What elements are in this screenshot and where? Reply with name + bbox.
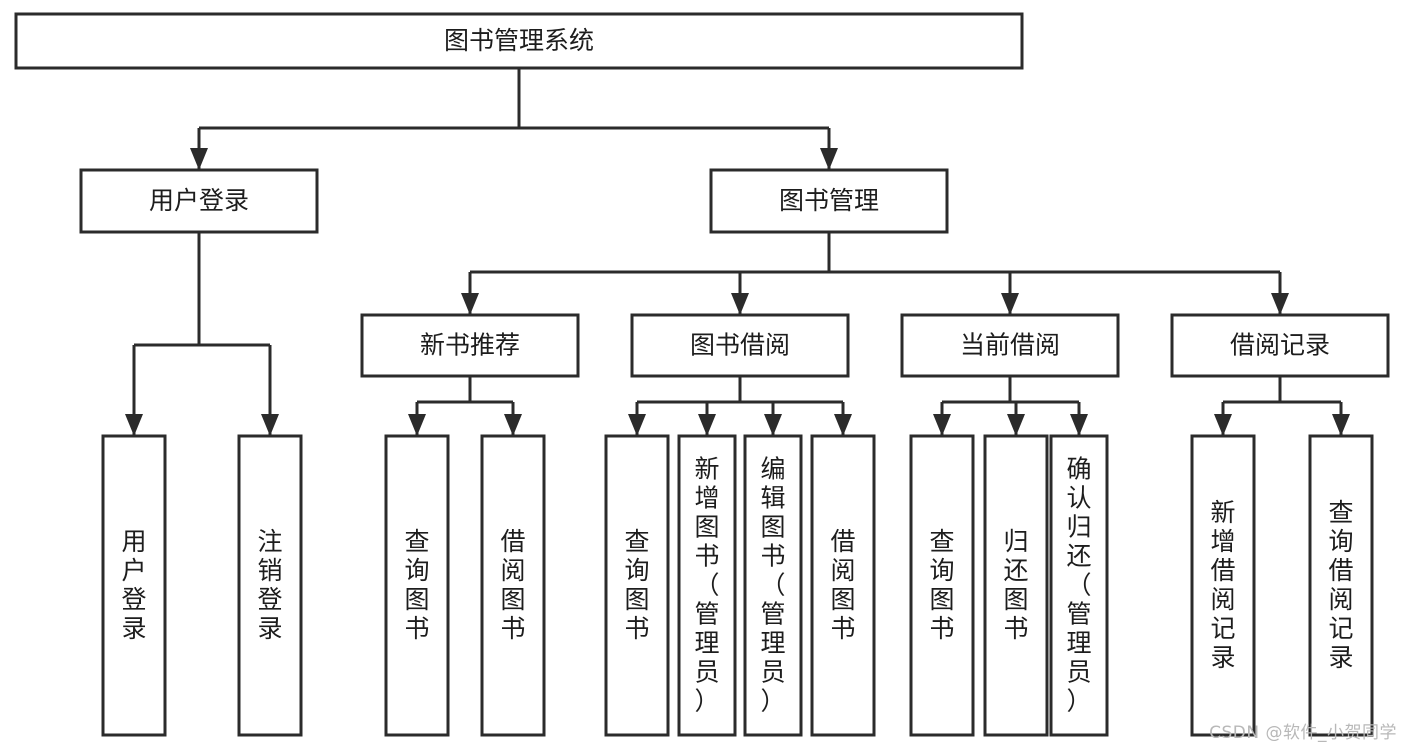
- node-borrow-record[interactable]: 借阅记录: [1170, 313, 1390, 378]
- node-label: 查询图书: [929, 527, 954, 643]
- arrowhead-icon: [261, 414, 279, 436]
- node-book-manage[interactable]: 图书管理: [709, 168, 949, 234]
- node-leaf-query-book-3[interactable]: 查询图书: [909, 434, 975, 737]
- node-label: 借阅图书: [500, 527, 525, 643]
- node-label: 借阅记录: [1230, 331, 1330, 360]
- arrowhead-icon: [933, 414, 951, 436]
- arrowhead-icon: [190, 148, 208, 170]
- arrowhead-icon: [125, 414, 143, 436]
- node-label: 用户登录: [121, 527, 146, 643]
- node-label: 注销登录: [257, 527, 282, 643]
- node-leaf-confirm-return[interactable]: 确认归还（管理员）: [1049, 434, 1109, 737]
- arrowhead-icon: [1070, 414, 1088, 436]
- arrowhead-icon: [1007, 414, 1025, 436]
- node-user-login[interactable]: 用户登录: [79, 168, 319, 234]
- node-label: 图书管理: [779, 186, 879, 215]
- arrowhead-icon: [628, 414, 646, 436]
- arrowhead-icon: [1001, 293, 1019, 315]
- node-leaf-user-login[interactable]: 用户登录: [101, 434, 167, 737]
- node-leaf-query-book-1[interactable]: 查询图书: [384, 434, 450, 737]
- node-label: 新增借阅记录: [1210, 498, 1235, 672]
- node-label: 图书借阅: [690, 331, 790, 360]
- node-leaf-add-borrow-record[interactable]: 新增借阅记录: [1190, 434, 1256, 737]
- node-label: 当前借阅: [960, 331, 1060, 360]
- watermark-text: CSDN @软件_小贺同学: [1209, 723, 1397, 743]
- node-label: 查询图书: [624, 527, 649, 643]
- node-label: 新增图书（管理员）: [694, 455, 719, 716]
- node-label: 借阅图书: [830, 527, 855, 643]
- node-book-borrow[interactable]: 图书借阅: [630, 313, 850, 378]
- node-label: 查询图书: [404, 527, 429, 643]
- node-new-book-recommend[interactable]: 新书推荐: [360, 313, 580, 378]
- arrowhead-icon: [820, 148, 838, 170]
- arrowhead-icon: [764, 414, 782, 436]
- node-label: 查询借阅记录: [1328, 498, 1353, 672]
- node-leaf-edit-book[interactable]: 编辑图书（管理员）: [743, 434, 803, 737]
- arrowhead-icon: [408, 414, 426, 436]
- node-leaf-add-book[interactable]: 新增图书（管理员）: [677, 434, 737, 737]
- arrowhead-icon: [1332, 414, 1350, 436]
- arrowhead-icon: [1271, 293, 1289, 315]
- node-current-borrow[interactable]: 当前借阅: [900, 313, 1120, 378]
- arrowhead-icon: [698, 414, 716, 436]
- node-leaf-borrow-book-1[interactable]: 借阅图书: [480, 434, 546, 737]
- node-label: 新书推荐: [420, 331, 520, 360]
- arrowhead-icon: [504, 414, 522, 436]
- connector-layer: [125, 68, 1350, 436]
- node-label: 编辑图书（管理员）: [760, 455, 785, 716]
- arrowhead-icon: [1214, 414, 1232, 436]
- node-label: 归还图书: [1003, 527, 1028, 643]
- arrowhead-icon: [834, 414, 852, 436]
- node-label: 确认归还（管理员）: [1066, 455, 1091, 716]
- arrowhead-icon: [461, 293, 479, 315]
- node-layer: 图书管理系统用户登录图书管理新书推荐图书借阅当前借阅借阅记录用户登录注销登录查询…: [14, 12, 1390, 737]
- node-leaf-query-book-2[interactable]: 查询图书: [604, 434, 670, 737]
- node-leaf-user-logout[interactable]: 注销登录: [237, 434, 303, 737]
- node-label: 用户登录: [149, 186, 249, 215]
- node-label: 图书管理系统: [444, 26, 594, 55]
- node-leaf-borrow-book-2[interactable]: 借阅图书: [810, 434, 876, 737]
- arrowhead-icon: [731, 293, 749, 315]
- node-root[interactable]: 图书管理系统: [14, 12, 1024, 70]
- node-leaf-return-book[interactable]: 归还图书: [983, 434, 1049, 737]
- node-leaf-query-borrow-record[interactable]: 查询借阅记录: [1308, 434, 1374, 737]
